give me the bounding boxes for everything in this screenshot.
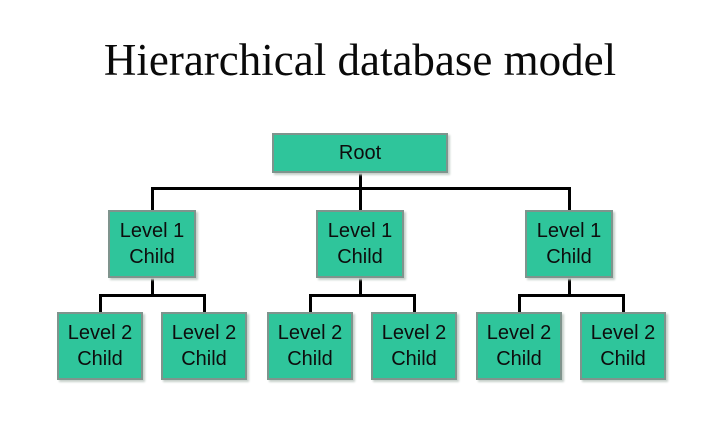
node-level1-1: Level 1 Child [108, 210, 196, 278]
connector-l1b-rail [308, 294, 416, 297]
connector-root-stem [358, 173, 362, 188]
connector-l1b-stem [358, 278, 362, 295]
page-title: Hierarchical database model [103, 35, 617, 85]
node-level2-3: Level 2 Child [267, 312, 353, 380]
node-level2-5: Level 2 Child [476, 312, 562, 380]
node-level2-2: Level 2 Child [161, 312, 247, 380]
connector-root-drop-1 [150, 188, 154, 210]
node-level2-6: Level 2 Child [580, 312, 666, 380]
connector-l1a-drop-1 [98, 295, 102, 312]
connector-l1a-drop-2 [202, 295, 206, 312]
connector-l1c-rail [517, 294, 625, 297]
connector-root-drop-2 [358, 188, 362, 210]
node-root: Root [272, 133, 448, 173]
connector-l1c-drop-2 [621, 295, 625, 312]
connector-l1b-drop-2 [412, 295, 416, 312]
node-level2-1: Level 2 Child [57, 312, 143, 380]
connector-root-drop-3 [567, 188, 571, 210]
connector-l1c-stem [567, 278, 571, 295]
connector-l1b-drop-1 [308, 295, 312, 312]
node-level1-3: Level 1 Child [525, 210, 613, 278]
connector-l1a-rail [98, 294, 206, 297]
node-level2-4: Level 2 Child [371, 312, 457, 380]
connector-l1c-drop-1 [517, 295, 521, 312]
connector-l1a-stem [150, 278, 154, 295]
node-level1-2: Level 1 Child [316, 210, 404, 278]
